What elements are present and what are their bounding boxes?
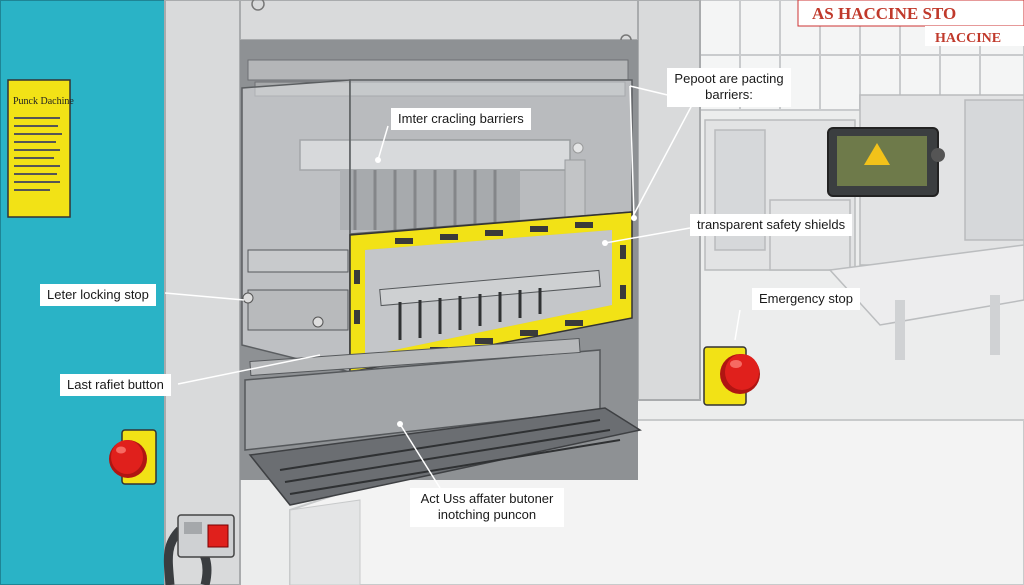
callout-act-button-line2: inotching puncon	[437, 507, 537, 523]
callout-inner-barriers: Imter cracling barriers	[391, 108, 531, 131]
last-rafiet-button[interactable]	[109, 429, 157, 485]
emergency-stop-button[interactable]	[703, 346, 760, 406]
callout-act-button: Act Uss affater butoner inotching puncon	[410, 488, 564, 527]
warning-sign: Punck Dachine	[7, 79, 74, 218]
factory-sign-line1: AS HACCINE STO	[812, 4, 956, 23]
die-bed	[244, 337, 642, 506]
callout-safety-shields: transparent safety shields	[690, 214, 853, 237]
callout-locking-stop: Leter locking stop	[40, 284, 156, 307]
machine-top-frame	[164, 0, 701, 41]
machine-right-pillar	[637, 0, 701, 401]
callout-barriers-top-line1: Pepoot are pacting	[674, 71, 784, 86]
workbench	[828, 244, 1024, 360]
warning-sign-title: Punck Dachine	[13, 96, 74, 107]
callout-barriers-top-line2: barriers:	[705, 87, 753, 103]
callout-act-button-line1: Act Uss affater butoner	[420, 491, 554, 506]
callout-emergency-stop: Emergency stop	[752, 288, 860, 311]
callout-leader-lines	[164, 85, 741, 489]
factory-sign-line2: HACCINE	[935, 31, 1001, 46]
callout-barriers-top: Pepoot are pacting barriers:	[667, 68, 791, 107]
factory-sign: AS HACCINE STO HACCINE	[797, 0, 1024, 46]
callout-last-button: Last rafiet button	[60, 374, 171, 397]
monitor-screen	[827, 127, 945, 197]
machine-left-pillar	[164, 0, 241, 585]
two-hand-control-box[interactable]	[163, 514, 235, 585]
